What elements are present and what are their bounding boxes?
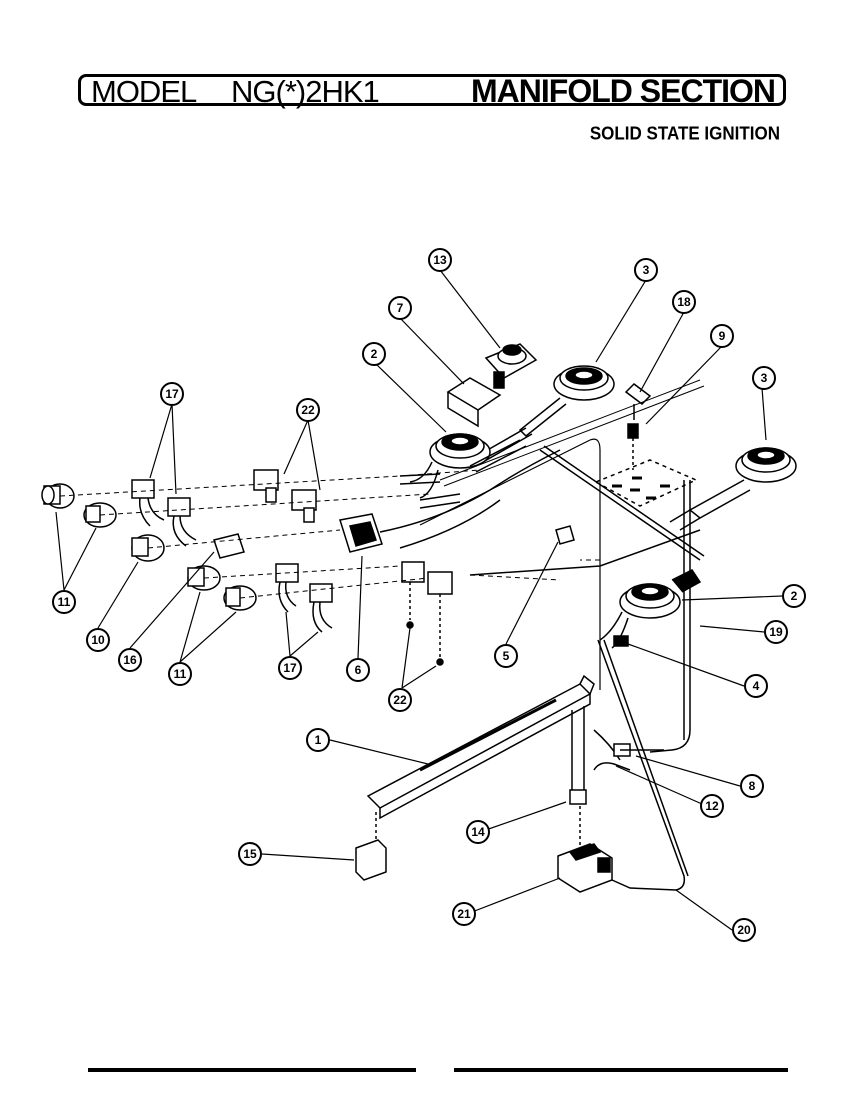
svg-text:1: 1 xyxy=(315,733,322,747)
part-16 xyxy=(213,533,245,559)
orifice-4-part xyxy=(613,635,629,647)
callout-17-upper: 17 xyxy=(160,382,184,406)
burner-2-rear-left-part xyxy=(409,433,527,499)
svg-text:18: 18 xyxy=(677,295,691,309)
callout-22-lower: 22 xyxy=(388,688,412,712)
burner-3-right-part xyxy=(669,447,797,531)
callout-21: 21 xyxy=(452,902,476,926)
valve-22-upper-part xyxy=(253,469,317,523)
leader-lines xyxy=(55,269,783,931)
callout-2-rear: 2 xyxy=(362,342,386,366)
callout-17-lower: 17 xyxy=(278,656,302,680)
svg-text:12: 12 xyxy=(705,799,719,813)
tube-8-12-parts xyxy=(593,729,664,771)
svg-text:15: 15 xyxy=(243,847,257,861)
svg-text:17: 17 xyxy=(283,661,297,675)
manifold-tube-rear xyxy=(419,379,705,690)
callout-3-right: 3 xyxy=(752,366,776,390)
svg-text:13: 13 xyxy=(433,253,447,267)
callout-20: 20 xyxy=(732,918,756,942)
svg-text:3: 3 xyxy=(761,371,768,385)
knob-11-upper-part xyxy=(41,483,75,509)
callout-19: 19 xyxy=(764,620,788,644)
svg-text:22: 22 xyxy=(393,693,407,707)
callout-6: 6 xyxy=(346,658,370,682)
svg-text:22: 22 xyxy=(301,403,315,417)
title-banner: MODEL NG(*)2HK1 MANIFOLD SECTION xyxy=(78,73,786,109)
svg-text:16: 16 xyxy=(123,653,137,667)
switch-17-lower-part xyxy=(275,563,333,633)
callout-9: 9 xyxy=(710,324,734,348)
bracket-7-part xyxy=(446,377,502,428)
callout-11-upper: 11 xyxy=(52,590,76,614)
callout-14: 14 xyxy=(466,820,490,844)
svg-text:3: 3 xyxy=(643,263,650,277)
burner-feed-tubes xyxy=(379,449,701,576)
callout-8: 8 xyxy=(740,774,764,798)
callout-15: 15 xyxy=(238,842,262,866)
svg-text:2: 2 xyxy=(791,589,798,603)
model-code: NG(*)2HK1 xyxy=(231,74,380,109)
tube-19-part xyxy=(649,480,691,753)
svg-text:7: 7 xyxy=(397,301,404,315)
electrode-9-part xyxy=(627,423,639,470)
valve-22-lower-part xyxy=(401,561,453,666)
callout-5: 5 xyxy=(494,644,518,668)
burner-3-rear-part xyxy=(469,365,615,467)
callout-18: 18 xyxy=(672,290,696,314)
ignitor-5-part xyxy=(555,525,575,545)
callout-12: 12 xyxy=(700,794,724,818)
svg-text:11: 11 xyxy=(58,595,71,609)
subtitle: SOLID STATE IGNITION xyxy=(589,123,780,144)
section-title: MANIFOLD SECTION xyxy=(471,73,776,109)
ignitor-bracket-18-part xyxy=(624,383,652,420)
callout-4: 4 xyxy=(744,674,768,698)
callout-11-lower: 11 xyxy=(168,662,192,686)
model-label: MODEL xyxy=(91,74,197,109)
callout-7: 7 xyxy=(388,296,412,320)
svg-text:8: 8 xyxy=(749,779,756,793)
svg-text:17: 17 xyxy=(165,387,179,401)
regulator-21-part xyxy=(557,806,613,893)
tube-20-part xyxy=(597,639,689,891)
bracket-15-part xyxy=(355,812,387,881)
svg-text:14: 14 xyxy=(471,825,485,839)
svg-text:4: 4 xyxy=(753,679,760,693)
svg-text:10: 10 xyxy=(91,633,105,647)
svg-text:19: 19 xyxy=(769,625,783,639)
burner-13-part xyxy=(484,343,538,389)
burner-2-front-part xyxy=(599,569,702,649)
svg-text:21: 21 xyxy=(457,907,471,921)
svg-text:20: 20 xyxy=(737,923,751,937)
svg-text:2: 2 xyxy=(371,347,378,361)
callout-2-front: 2 xyxy=(782,584,806,608)
manifold-bar-1-part xyxy=(366,674,595,820)
pipe-14-part xyxy=(569,706,587,805)
callout-13: 13 xyxy=(428,248,452,272)
callout-22-upper: 22 xyxy=(296,398,320,422)
knob-11-lower-part xyxy=(187,565,257,611)
footer-rules xyxy=(88,1068,788,1072)
svg-text:11: 11 xyxy=(174,667,187,681)
callout-10: 10 xyxy=(86,628,110,652)
spark-module-plate xyxy=(594,459,698,507)
svg-text:9: 9 xyxy=(719,329,726,343)
callout-16: 16 xyxy=(118,648,142,672)
svg-text:5: 5 xyxy=(503,649,510,663)
callout-3-rear: 3 xyxy=(634,258,658,282)
svg-text:6: 6 xyxy=(355,663,362,677)
switch-17-upper-part xyxy=(131,479,197,547)
block-6-part xyxy=(339,513,383,553)
callout-1: 1 xyxy=(306,728,330,752)
